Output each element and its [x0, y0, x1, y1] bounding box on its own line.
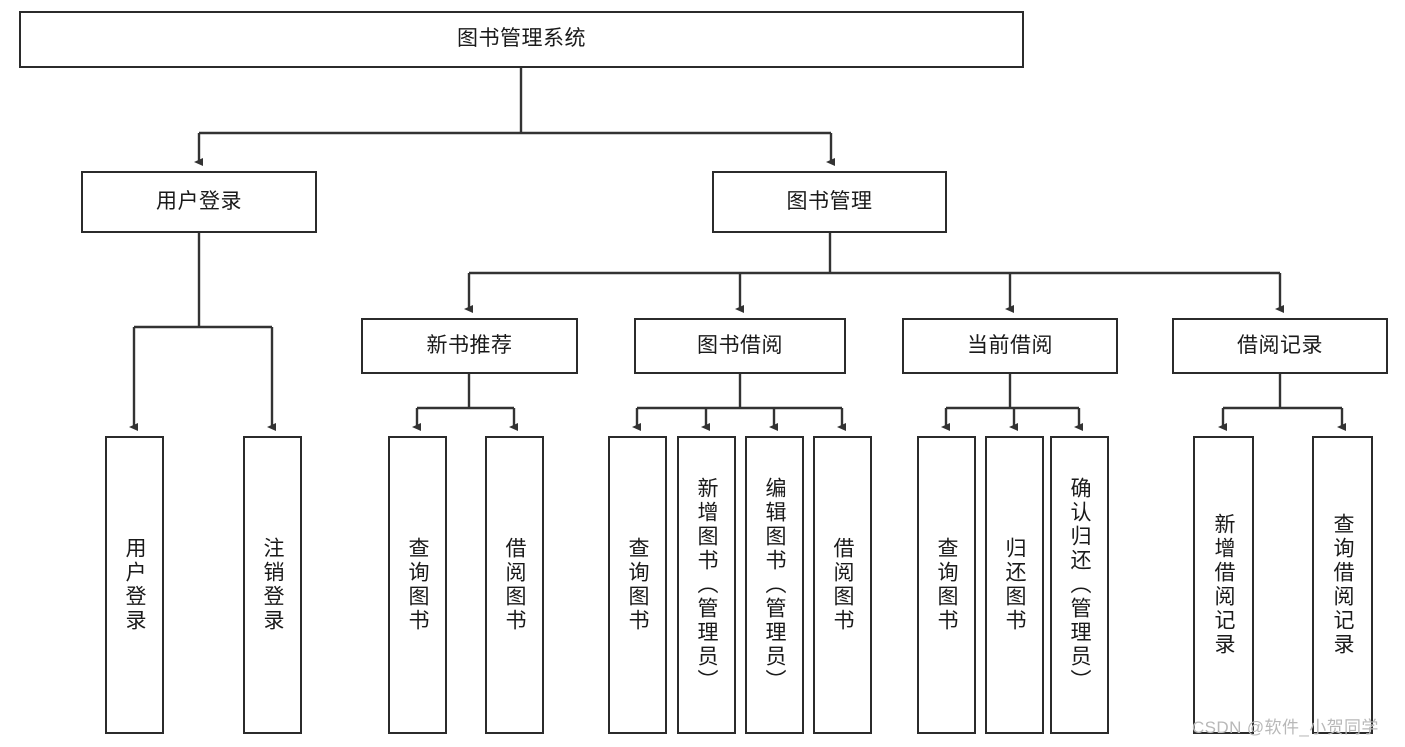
- node-leaf-borrow-book-2-label: 借阅图书: [831, 537, 854, 633]
- node-leaf-edit-book-label: 编辑图书（管理员）: [763, 477, 786, 693]
- node-root[interactable]: 图书管理系统: [19, 11, 1024, 68]
- node-leaf-query-book-1[interactable]: 查询图书: [388, 436, 447, 734]
- node-leaf-add-book[interactable]: 新增图书（管理员）: [677, 436, 736, 734]
- node-new-book-recommend[interactable]: 新书推荐: [361, 318, 578, 374]
- node-leaf-add-record[interactable]: 新增借阅记录: [1193, 436, 1254, 734]
- node-current-borrow[interactable]: 当前借阅: [902, 318, 1118, 374]
- node-leaf-user-login[interactable]: 用户登录: [105, 436, 164, 734]
- node-leaf-query-book-2[interactable]: 查询图书: [608, 436, 667, 734]
- node-root-label: 图书管理系统: [457, 27, 586, 51]
- node-leaf-query-record-label: 查询借阅记录: [1331, 513, 1354, 657]
- node-user-login[interactable]: 用户登录: [81, 171, 317, 233]
- node-leaf-return-book-label: 归还图书: [1003, 537, 1026, 633]
- node-book-borrow[interactable]: 图书借阅: [634, 318, 846, 374]
- node-leaf-user-login-label: 用户登录: [123, 537, 146, 633]
- node-leaf-edit-book[interactable]: 编辑图书（管理员）: [745, 436, 804, 734]
- node-leaf-borrow-book-1[interactable]: 借阅图书: [485, 436, 544, 734]
- node-leaf-confirm-return-label: 确认归还（管理员）: [1068, 477, 1091, 693]
- node-leaf-logout-label: 注销登录: [261, 537, 284, 633]
- node-leaf-query-book-3-label: 查询图书: [935, 537, 958, 633]
- node-leaf-add-book-label: 新增图书（管理员）: [695, 477, 718, 693]
- node-leaf-confirm-return[interactable]: 确认归还（管理员）: [1050, 436, 1109, 734]
- node-user-login-label: 用户登录: [156, 189, 242, 213]
- node-borrow-record[interactable]: 借阅记录: [1172, 318, 1388, 374]
- node-borrow-record-label: 借阅记录: [1237, 333, 1323, 357]
- node-book-manage-label: 图书管理: [786, 189, 873, 213]
- node-book-borrow-label: 图书借阅: [697, 333, 783, 357]
- node-leaf-query-book-3[interactable]: 查询图书: [917, 436, 976, 734]
- node-new-book-recommend-label: 新书推荐: [426, 333, 513, 357]
- node-leaf-query-book-2-label: 查询图书: [626, 537, 649, 633]
- node-leaf-query-record[interactable]: 查询借阅记录: [1312, 436, 1373, 734]
- node-current-borrow-label: 当前借阅: [967, 333, 1053, 357]
- node-leaf-borrow-book-2[interactable]: 借阅图书: [813, 436, 872, 734]
- node-leaf-query-book-1-label: 查询图书: [406, 537, 429, 633]
- node-leaf-logout[interactable]: 注销登录: [243, 436, 302, 734]
- node-leaf-borrow-book-1-label: 借阅图书: [503, 537, 526, 633]
- node-leaf-return-book[interactable]: 归还图书: [985, 436, 1044, 734]
- node-book-manage[interactable]: 图书管理: [712, 171, 947, 233]
- node-leaf-add-record-label: 新增借阅记录: [1212, 513, 1235, 657]
